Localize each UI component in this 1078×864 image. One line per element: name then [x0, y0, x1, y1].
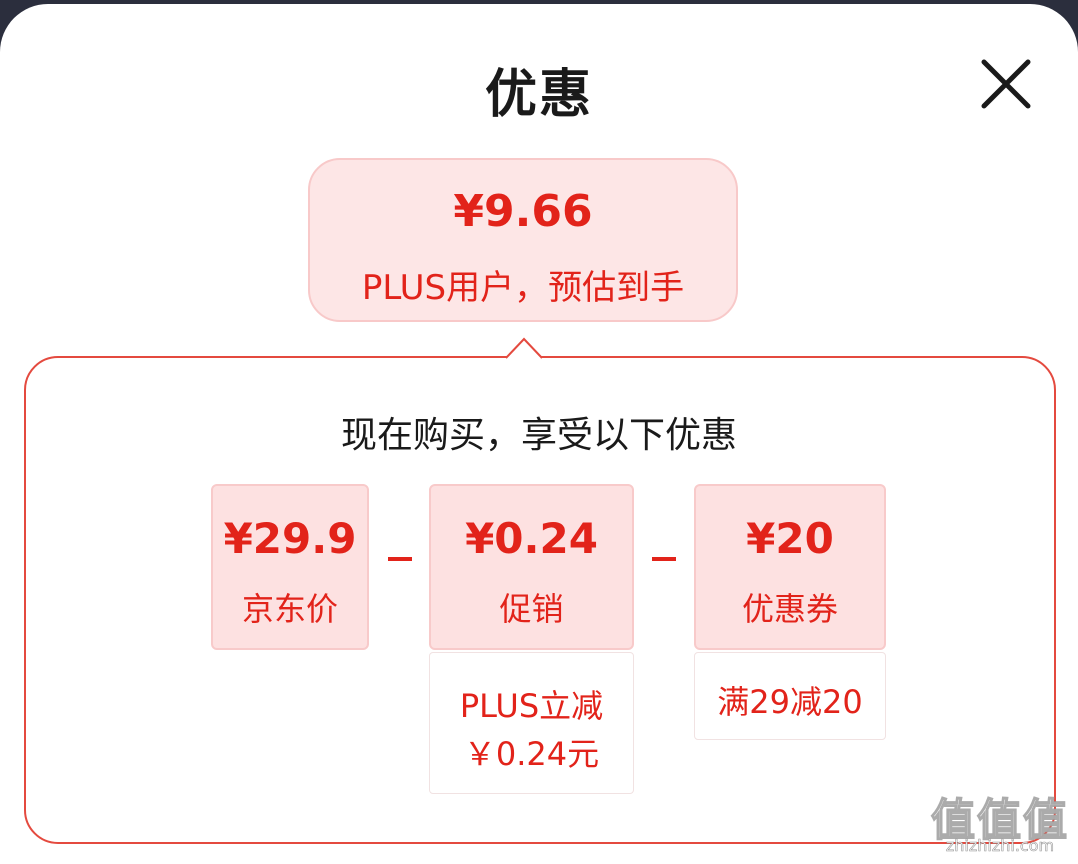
promotion-detail-line2: ￥0.24元 — [463, 735, 600, 773]
jd-price-amount: ¥29.9 — [223, 514, 357, 563]
estimated-price-caption: PLUS用户，预估到手 — [361, 268, 685, 308]
sheet-title: 优惠 — [484, 65, 593, 125]
promotion-box[interactable]: ¥0.24 促销 — [429, 484, 634, 650]
minus-sign — [388, 557, 412, 561]
promotion-amount: ¥0.24 — [465, 514, 598, 563]
coupon-box[interactable]: ¥20 优惠券 — [694, 484, 886, 650]
coupon-detail-line1: 满29减20 — [717, 683, 863, 721]
promotion-detail: PLUS立减 ￥0.24元 — [429, 652, 634, 794]
close-button[interactable] — [976, 54, 1036, 114]
discount-sheet: 优惠 ¥9.66 PLUS用户，预估到手 现在购买，享受以下优惠 ¥29.9 京… — [0, 4, 1078, 864]
panel-notch — [506, 337, 542, 359]
promotion-detail-line1: PLUS立减 — [459, 687, 604, 725]
minus-sign — [652, 557, 676, 561]
jd-price-box[interactable]: ¥29.9 京东价 — [211, 484, 369, 650]
coupon-detail: 满29减20 — [694, 652, 886, 740]
watermark-logo: 值值值 — [930, 794, 1069, 847]
coupon-amount: ¥20 — [746, 514, 834, 563]
breakdown-headline: 现在购买，享受以下优惠 — [340, 415, 737, 456]
watermark: 值值值 zhizhizhi.com — [926, 784, 1074, 860]
close-icon — [981, 59, 1031, 109]
coupon-label: 优惠券 — [741, 590, 838, 628]
estimated-price-bubble: ¥9.66 PLUS用户，预估到手 — [308, 158, 738, 322]
promotion-label: 促销 — [499, 590, 564, 628]
watermark-url: zhizhizhi.com — [945, 836, 1055, 856]
estimated-price: ¥9.66 — [453, 186, 593, 237]
jd-price-label: 京东价 — [241, 590, 338, 628]
